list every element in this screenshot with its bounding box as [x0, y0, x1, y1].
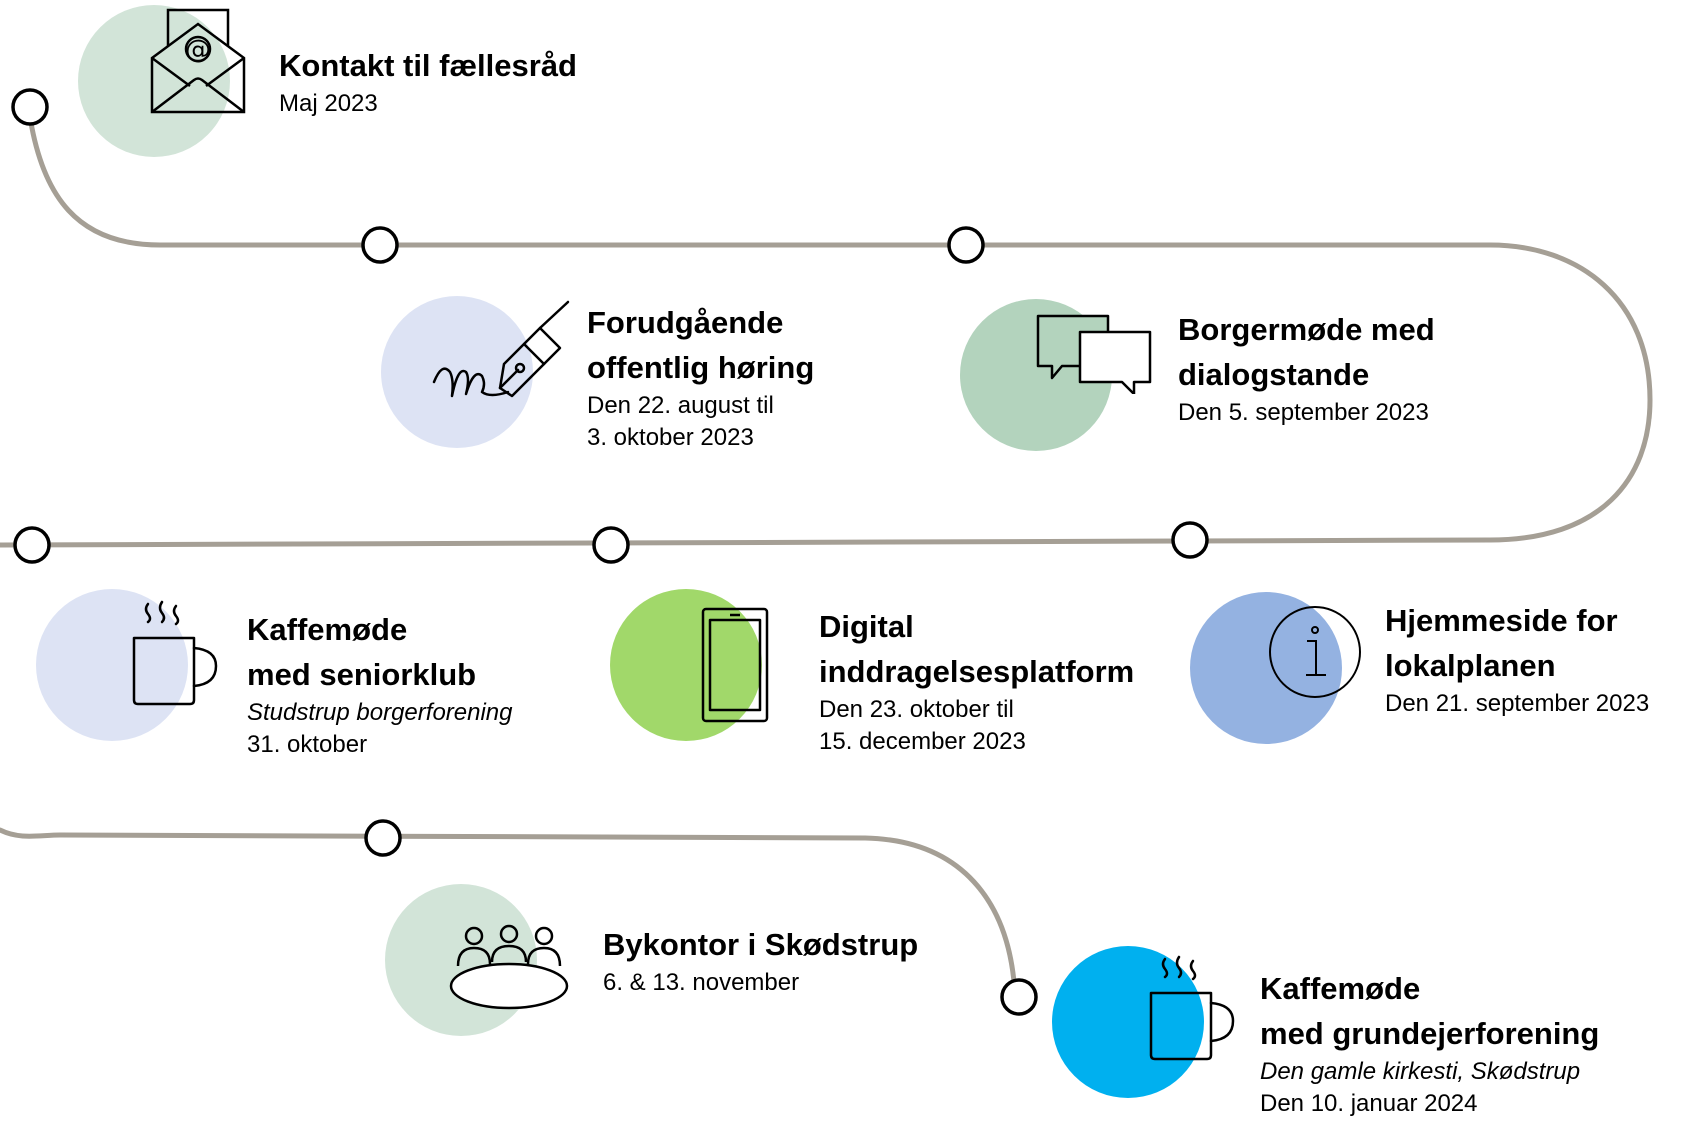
borgermode-title-line-1: Borgermøde med	[1178, 312, 1435, 347]
horing-title-line-1: Forudgående	[587, 305, 784, 340]
grundejer-title: Kaffemøde med grundejerforening	[1260, 966, 1599, 1056]
digital-text: Digital inddragelsesplatform Den 23. okt…	[819, 604, 1134, 758]
bykontor-title-line: Bykontor i Skødstrup	[603, 927, 919, 962]
grundejer-date: Den 10. januar 2024	[1260, 1090, 1478, 1117]
bykontor-text: Bykontor i Skødstrup 6. & 13. november	[603, 922, 918, 999]
grundejer-text: Kaffemøde med grundejerforening Den gaml…	[1260, 966, 1599, 1120]
seniorklub-text: Kaffemøde med seniorklub Studstrup borge…	[247, 607, 513, 761]
tablet-icon	[701, 607, 769, 723]
horing-title-line-2: offentlig høring	[587, 350, 815, 385]
timeline-node	[1000, 978, 1038, 1016]
timeline-line	[0, 100, 1653, 998]
meeting-table-icon	[449, 924, 569, 1010]
bykontor-title: Bykontor i Skødstrup	[603, 922, 918, 967]
info-icon	[1269, 606, 1361, 698]
seniorklub-title-line-1: Kaffemøde	[247, 612, 408, 647]
timeline-node	[592, 526, 630, 564]
horing-date-1: Den 22. august til	[587, 392, 774, 419]
digital-date-2: 15. december 2023	[819, 728, 1026, 755]
borgermode-text: Borgermøde med dialogstande Den 5. septe…	[1178, 307, 1435, 429]
timeline-node	[1171, 521, 1209, 559]
coffee-cup-icon	[1149, 955, 1235, 1061]
bykontor-circle	[385, 884, 537, 1036]
seniorklub-location: Studstrup borgerforening	[247, 699, 513, 726]
grundejer-circle	[1052, 946, 1204, 1098]
kontakt-title: Kontakt til fællesråd	[279, 43, 577, 88]
timeline-node	[361, 226, 399, 264]
horing-text: Forudgående offentlig høring Den 22. aug…	[587, 300, 814, 454]
horing-circle	[381, 296, 533, 448]
digital-date-1: Den 23. oktober til	[819, 696, 1014, 723]
timeline-node	[13, 526, 51, 564]
hjemmeside-date: Den 21. september 2023	[1385, 690, 1650, 717]
seniorklub-date: 31. oktober	[247, 731, 368, 758]
grundejer-title-line-2: med grundejerforening	[1260, 1016, 1600, 1051]
timeline-node	[11, 88, 49, 126]
hjemmeside-text: Hjemmeside for lokalplanen Den 21. septe…	[1385, 598, 1649, 720]
grundejer-location: Den gamle kirkesti, Skødstrup	[1260, 1058, 1581, 1085]
timeline-node	[947, 226, 985, 264]
timeline-node	[364, 819, 402, 857]
svg-text:@: @	[185, 35, 211, 65]
kontakt-title-line: Kontakt til fællesråd	[279, 48, 577, 83]
borgermode-title-line-2: dialogstande	[1178, 357, 1370, 392]
digital-title-line-2: inddragelsesplatform	[819, 654, 1135, 689]
digital-title: Digital inddragelsesplatform	[819, 604, 1134, 694]
chat-bubbles-icon	[1036, 314, 1152, 394]
seniorklub-title: Kaffemøde med seniorklub	[247, 607, 513, 697]
horing-title: Forudgående offentlig høring	[587, 300, 814, 390]
seniorklub-title-line-2: med seniorklub	[247, 657, 477, 692]
borgermode-date: Den 5. september 2023	[1178, 399, 1429, 426]
coffee-cup-icon	[132, 600, 218, 706]
kontakt-date: Maj 2023	[279, 90, 378, 117]
envelope-icon: @	[150, 8, 246, 114]
grundejer-title-line-1: Kaffemøde	[1260, 971, 1421, 1006]
kontakt-text: Kontakt til fællesråd Maj 2023	[279, 43, 577, 120]
hjemmeside-title-line-1: Hjemmeside for	[1385, 603, 1618, 638]
borgermode-title: Borgermøde med dialogstande	[1178, 307, 1435, 397]
horing-date-2: 3. oktober 2023	[587, 424, 754, 451]
hjemmeside-title-line-2: lokalplanen	[1385, 648, 1556, 683]
digital-title-line-1: Digital	[819, 609, 914, 644]
bykontor-date: 6. & 13. november	[603, 969, 800, 996]
hjemmeside-title: Hjemmeside for lokalplanen	[1385, 598, 1649, 688]
pen-signature-icon	[432, 300, 570, 398]
